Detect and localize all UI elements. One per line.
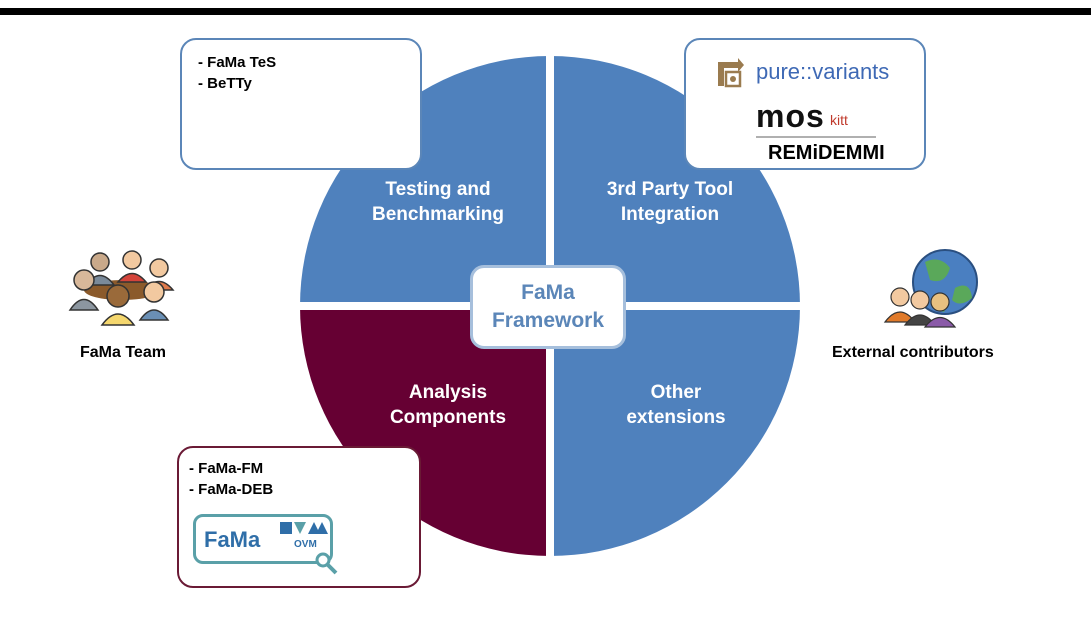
magnifier-icon — [315, 552, 338, 575]
sector-label-other: Other extensions — [578, 380, 774, 430]
contributors-label: External contributors — [832, 344, 994, 361]
pure-variants-icon — [718, 58, 744, 88]
sector-other-extensions — [550, 306, 800, 556]
sector-label-line: Integration — [620, 204, 720, 225]
center-framework-box: FaMa Framework — [470, 265, 626, 349]
sector-label-line: Analysis — [408, 382, 488, 403]
top-rule — [0, 8, 1091, 15]
sector-label-line: Benchmarking — [372, 204, 504, 225]
analysis-tools-callout: - FaMa-FM - FaMa-DEB FaMa OVM — [177, 446, 421, 588]
sector-analysis-components — [300, 306, 550, 556]
contributors-people-icon — [883, 287, 957, 328]
sector-label-testing: Testing and Benchmarking — [340, 177, 536, 227]
third-party-callout: pure::variants mos kitt REMiDEMMI — [684, 38, 926, 170]
fama-ovm-main-text: FaMa — [204, 527, 261, 552]
moskitt-suffix-text: kitt — [830, 112, 848, 128]
center-title-line: FaMa — [521, 281, 575, 304]
testing-tool-item: - BeTTy — [198, 75, 252, 92]
team-people-icon — [68, 250, 175, 326]
team-label: FaMa Team — [80, 344, 166, 361]
remidemmi-logo-text: REMiDEMMI — [768, 142, 885, 164]
fama-ovm-sub-text: OVM — [294, 539, 317, 550]
sector-label-integration: 3rd Party Tool Integration — [572, 177, 768, 227]
sector-third-party-integration — [550, 56, 800, 306]
analysis-tool-item: - FaMa-FM — [189, 460, 264, 477]
fama-ovm-shapes-icon — [280, 522, 328, 534]
sector-label-line: Other — [650, 382, 702, 403]
analysis-tool-item: - FaMa-DEB — [189, 481, 274, 498]
sector-label-line: 3rd Party Tool — [606, 179, 734, 200]
pure-variants-text: pure::variants — [756, 59, 890, 84]
testing-tools-callout: - FaMa TeS - BeTTy — [180, 38, 422, 170]
fama-ovm-logo: FaMa OVM — [193, 514, 338, 575]
center-title-line: Framework — [491, 309, 605, 332]
moskitt-underline — [756, 136, 876, 138]
sector-label-analysis: Analysis Components — [350, 380, 546, 430]
testing-tool-item: - FaMa TeS — [198, 54, 277, 71]
pure-variants-logo: pure::variants — [714, 56, 924, 92]
moskitt-main-text: mos — [756, 98, 825, 134]
sector-testing-benchmarking — [300, 56, 550, 306]
moskitt-logo: mos kitt — [756, 98, 906, 138]
sector-label-line: Components — [389, 407, 507, 428]
sector-label-line: extensions — [626, 407, 726, 428]
sector-label-line: Testing and — [385, 179, 491, 200]
